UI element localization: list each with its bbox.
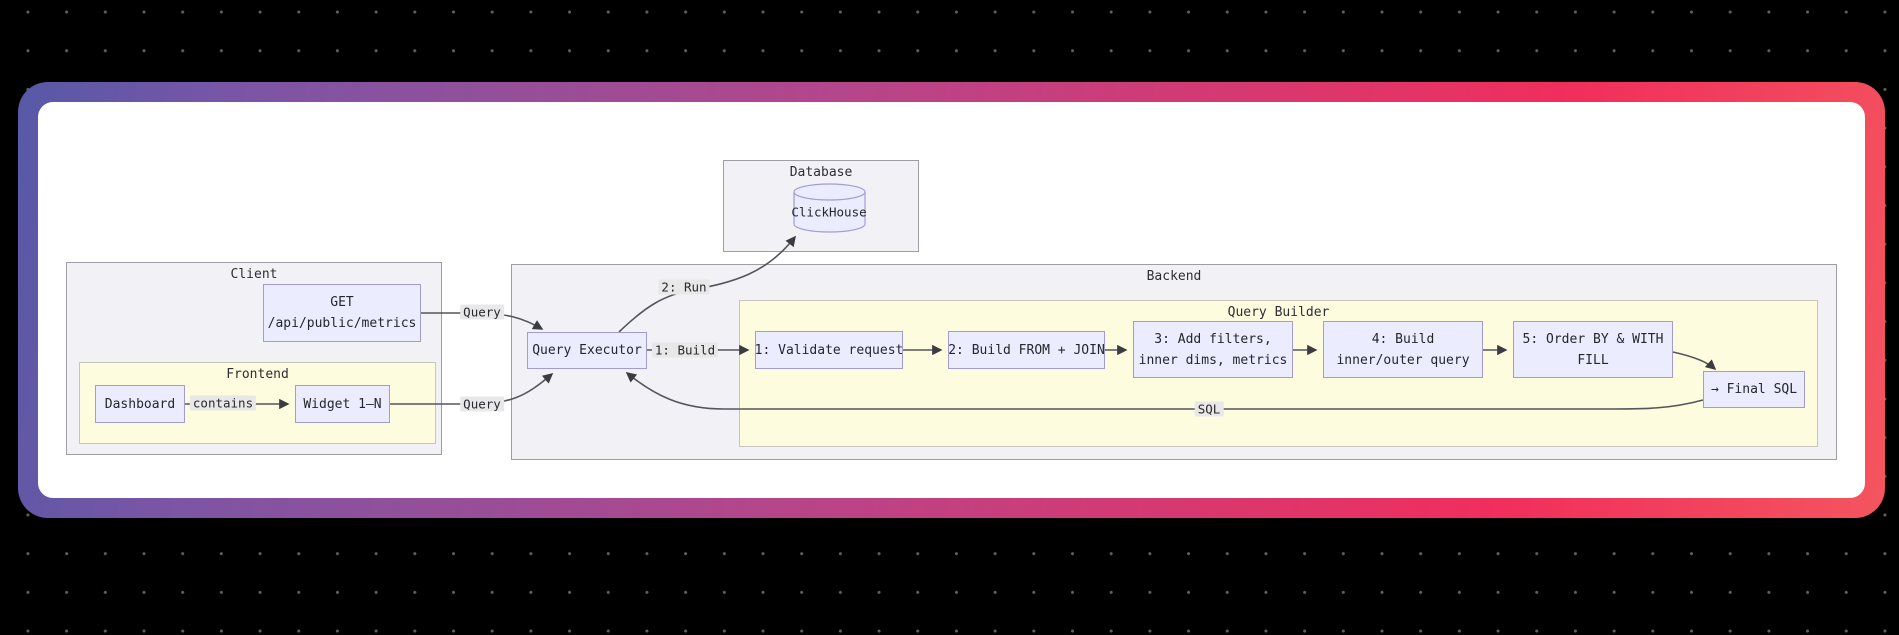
node-get-api-line2: /api/public/metrics bbox=[267, 316, 417, 331]
node-step1-validate: 1: Validate request bbox=[755, 331, 903, 369]
node-step2-build-from-join: 2: Build FROM + JOIN bbox=[948, 331, 1105, 369]
node-query-executor-label: Query Executor bbox=[532, 343, 642, 358]
gradient-card: Client Frontend Database Backend Query B… bbox=[18, 82, 1885, 518]
edge-label-run: 2: Run bbox=[658, 279, 710, 295]
edge-step5-to-finalsql bbox=[1672, 351, 1717, 371]
node-query-executor: Query Executor bbox=[527, 332, 647, 369]
node-step5-line2: FILL bbox=[1577, 352, 1609, 368]
node-step1-label: 1: Validate request bbox=[754, 342, 904, 358]
node-clickhouse-label: ClickHouse bbox=[791, 204, 867, 220]
flowchart: Client Frontend Database Backend Query B… bbox=[18, 82, 1885, 518]
node-widget: Widget 1–N bbox=[295, 385, 390, 423]
node-step2-label: 2: Build FROM + JOIN bbox=[948, 342, 1105, 358]
edge-label-sql: SQL bbox=[1194, 401, 1224, 417]
edge-label-query-top: Query bbox=[460, 304, 504, 320]
node-dashboard: Dashboard bbox=[95, 385, 185, 423]
cluster-query-builder-title: Query Builder bbox=[1227, 305, 1330, 320]
clickhouse-cylinder bbox=[793, 183, 866, 233]
edge-label-contains: contains bbox=[189, 395, 257, 411]
node-final-sql-label: → Final SQL bbox=[1710, 382, 1798, 397]
edge-label-build: 1: Build bbox=[651, 342, 719, 358]
node-step4-build-inner-outer: 4: Build inner/outer query bbox=[1323, 321, 1483, 378]
node-step5-line1: 5: Order BY & WITH bbox=[1522, 331, 1664, 347]
cluster-frontend-title: Frontend bbox=[226, 367, 289, 382]
node-get-api: GET /api/public/metrics bbox=[263, 284, 421, 342]
node-step5-order-by: 5: Order BY & WITH FILL bbox=[1513, 321, 1673, 378]
node-final-sql: → Final SQL bbox=[1703, 371, 1805, 408]
edge-layer bbox=[185, 183, 1717, 410]
cluster-client-title: Client bbox=[230, 267, 278, 282]
node-widget-label: Widget 1–N bbox=[303, 396, 382, 412]
node-get-api-line1: GET bbox=[330, 295, 354, 310]
node-dashboard-label: Dashboard bbox=[104, 396, 176, 412]
node-step3-add-filters: 3: Add filters, inner dims, metrics bbox=[1133, 321, 1293, 378]
cluster-backend-title: Backend bbox=[1146, 269, 1202, 284]
node-step4-line1: 4: Build bbox=[1371, 331, 1435, 347]
node-step3-line1: 3: Add filters, bbox=[1154, 331, 1272, 347]
node-step4-line2: inner/outer query bbox=[1336, 352, 1470, 368]
edge-label-query-bottom: Query bbox=[460, 396, 504, 412]
edge-finalsql-to-executor bbox=[625, 372, 1704, 410]
node-step3-line2: inner dims, metrics bbox=[1138, 352, 1288, 368]
cluster-database-title: Database bbox=[789, 165, 853, 180]
